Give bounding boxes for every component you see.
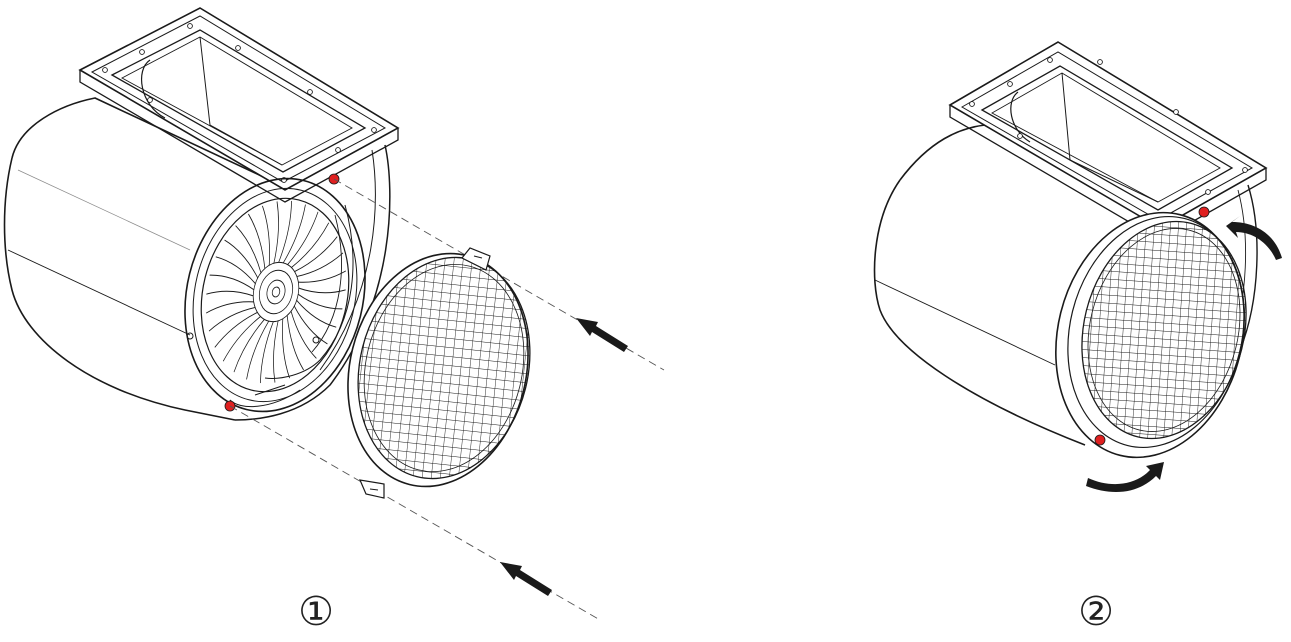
step-2-label: ② [1078,589,1114,635]
push-arrow-icon [500,318,628,596]
inlet-plate [184,177,366,413]
mesh-filter [347,247,531,499]
step-1-label: ① [298,589,334,635]
rotate-arrow-icon [1086,216,1282,492]
screw-icon [1094,206,1210,446]
impeller-fan [206,200,346,384]
step-2-illustration [873,41,1282,492]
cylinder-housing [3,97,271,421]
mounting-flange [78,7,400,203]
mesh-filter [1055,211,1247,459]
mounting-flange [948,41,1268,241]
cylinder-housing [873,124,1086,446]
step-1-illustration [3,7,665,621]
